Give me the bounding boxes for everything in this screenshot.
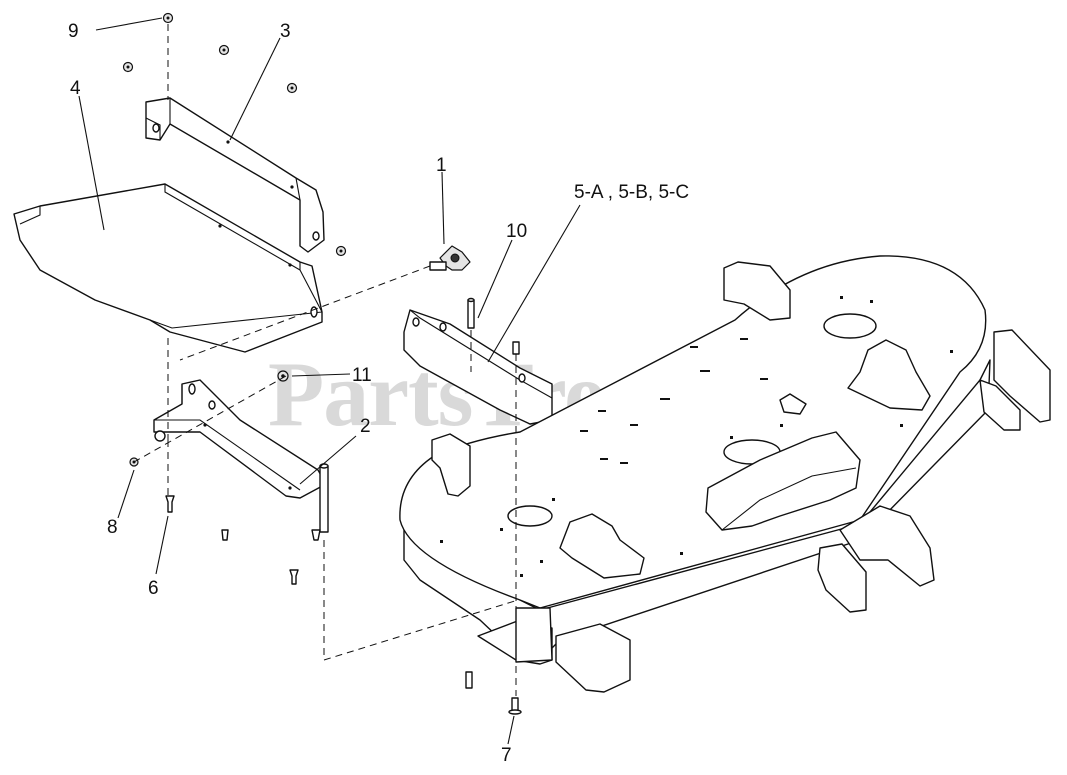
callout-2: 2 <box>360 416 371 437</box>
assembly-lines <box>133 24 519 696</box>
pivot-bracket <box>153 379 329 533</box>
leader-lines <box>78 17 581 745</box>
callout-10: 10 <box>506 221 527 242</box>
callout-7: 7 <box>501 745 512 766</box>
callouts: 9 3 4 1 5-A , 5-B, 5-C 10 11 2 8 6 7 <box>68 21 689 766</box>
callout-5: 5-A , 5-B, 5-C <box>574 182 689 203</box>
callout-11: 11 <box>352 365 372 386</box>
hinge-bracket <box>403 309 553 425</box>
callout-1: 1 <box>436 155 447 176</box>
deck-slots <box>440 296 953 577</box>
chute-bracket <box>145 97 325 253</box>
deflector-chute <box>13 183 323 353</box>
adjustment-knob <box>429 245 471 271</box>
mower-deck <box>399 255 1051 693</box>
hex-nuts <box>122 12 347 257</box>
hardware-pieces <box>129 297 522 715</box>
callout-4: 4 <box>70 78 81 99</box>
callout-8: 8 <box>107 517 118 538</box>
callout-3: 3 <box>280 21 291 42</box>
callout-9: 9 <box>68 21 79 42</box>
callout-6: 6 <box>148 578 159 599</box>
